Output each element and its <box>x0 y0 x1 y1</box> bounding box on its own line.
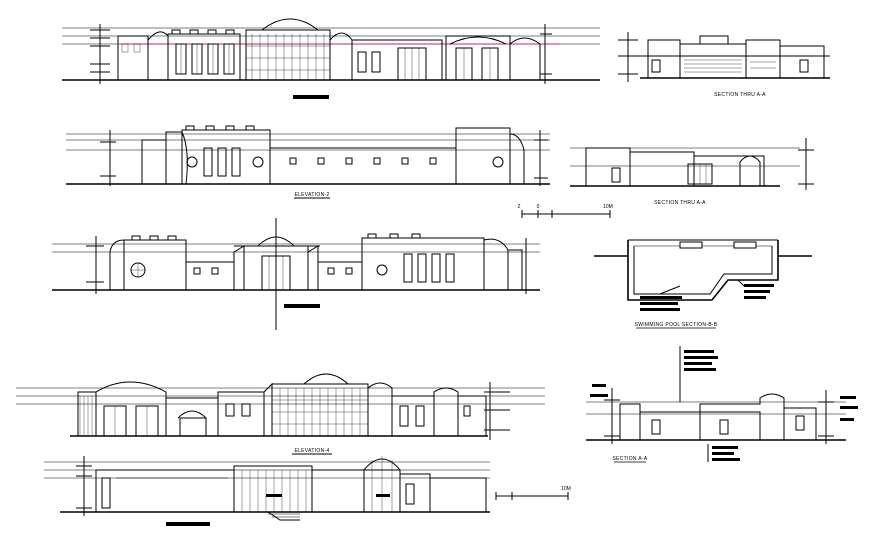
pool-section: SWIMMING POOL SECTION-B-B <box>594 239 812 329</box>
scale-label-end: 10M <box>603 204 613 210</box>
small-window-row <box>289 157 437 165</box>
scale-bottom-end-label: 10M <box>561 486 571 492</box>
window-row <box>203 147 241 177</box>
elevation-5-title <box>166 522 210 526</box>
hatch-left <box>79 396 93 436</box>
elevation-3 <box>52 218 540 330</box>
section-hatch <box>684 59 776 73</box>
window-row <box>175 43 235 75</box>
elevation-5 <box>44 456 490 526</box>
glazing-grid <box>246 34 330 80</box>
level-markers <box>90 29 110 73</box>
window-row <box>403 253 455 283</box>
section-top-right-title: SECTION THRU A-A <box>714 92 766 98</box>
scale-label-zero: 0 <box>537 204 540 210</box>
section-mid-right-title: SECTION THRU A-A <box>654 200 706 206</box>
section-bottom-right: SECTION A-A <box>586 346 858 463</box>
glazing-grid <box>241 470 307 512</box>
elevation-1-title <box>293 95 329 99</box>
section-bottom-right-title: SECTION A-A <box>613 456 648 462</box>
section-annotations <box>590 346 858 462</box>
glazing-grid <box>272 388 368 436</box>
elevation-2-title: ELEVATION-2 <box>294 192 329 198</box>
elevation-4: ELEVATION-4 <box>16 373 545 455</box>
pool-annotations <box>640 279 774 311</box>
section-mid-right: SECTION THRU A-A <box>570 138 814 206</box>
pool-section-title: SWIMMING POOL SECTION-B-B <box>635 322 718 328</box>
scale-bar-bottom: 10M <box>495 486 571 500</box>
elevation-4-title: ELEVATION-4 <box>294 448 329 454</box>
elevation-3-title <box>284 304 320 308</box>
scale-label-two: 2 <box>518 204 521 210</box>
elevation-2: ELEVATION-2 <box>66 125 550 199</box>
elevation-1 <box>62 18 600 99</box>
scale-bar-mid: 2 0 10M <box>518 204 613 218</box>
section-top-right: SECTION THRU A-A <box>618 32 830 98</box>
